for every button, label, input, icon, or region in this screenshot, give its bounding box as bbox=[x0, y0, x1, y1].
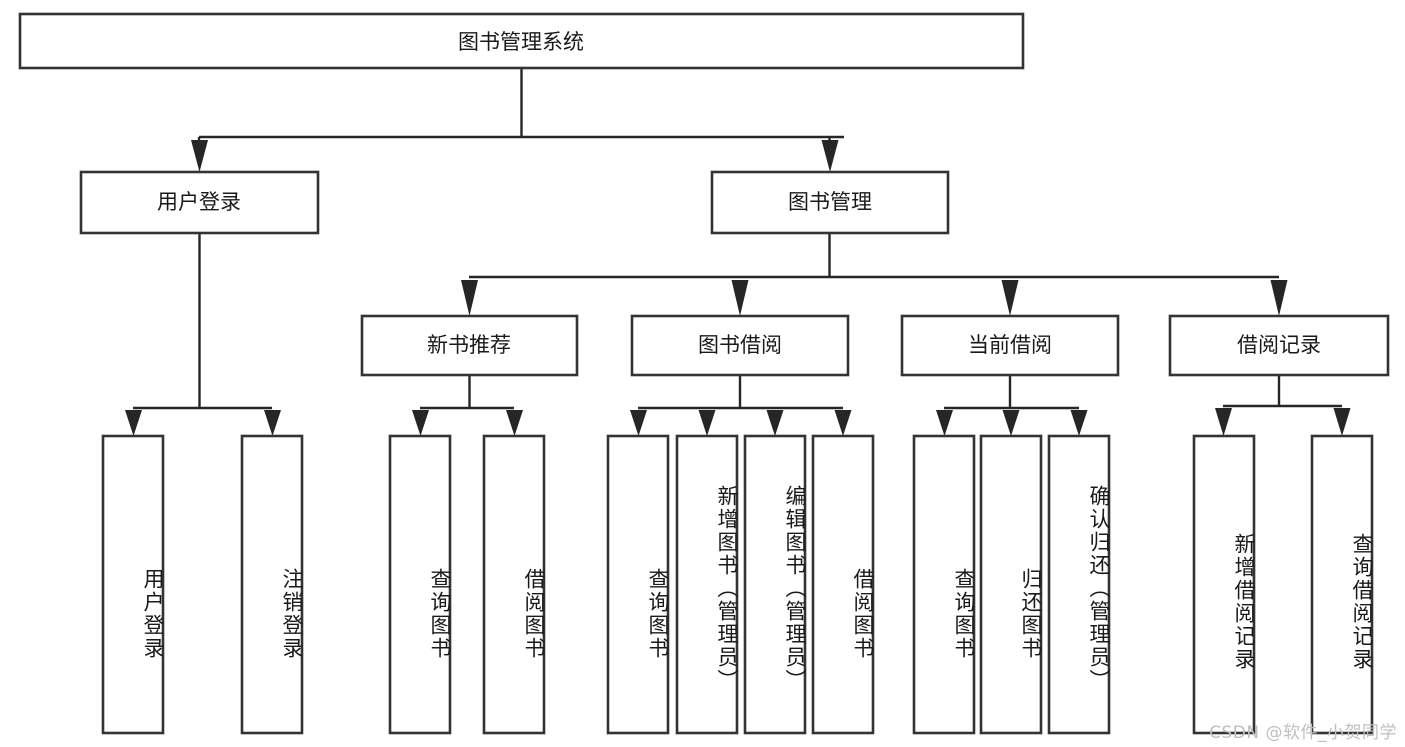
node-new-book-recommend[interactable]: 新书推荐 bbox=[360, 314, 579, 377]
node-new-book-recommend-label: 新书推荐 bbox=[427, 333, 511, 357]
leaf-query-book-2-box[interactable] bbox=[606, 434, 670, 735]
leaf-box-layer bbox=[101, 434, 1374, 735]
leaf-add-book-admin-box[interactable] bbox=[675, 434, 739, 735]
arrow-to-borrow-record bbox=[1270, 280, 1288, 316]
leaf-user-logout-box[interactable] bbox=[240, 434, 304, 735]
arrow-to-leaf-query-book-2 bbox=[630, 410, 647, 436]
node-book-borrow[interactable]: 图书借阅 bbox=[630, 314, 850, 377]
arrow-to-leaf-add-book-admin bbox=[698, 410, 716, 436]
arrow-to-new-book-recommend bbox=[461, 280, 478, 316]
node-borrow-record-box[interactable] bbox=[1168, 314, 1390, 377]
leaf-edit-book-admin-box[interactable] bbox=[743, 434, 807, 735]
arrow-to-book-management bbox=[821, 140, 839, 172]
leaf-user-login-box[interactable] bbox=[101, 434, 165, 735]
arrow-to-leaf-confirm-return-admin bbox=[1070, 410, 1088, 436]
leaf-query-book-3-box[interactable] bbox=[912, 434, 976, 735]
arrow-to-book-borrow bbox=[731, 280, 749, 316]
node-borrow-record[interactable]: 借阅记录 bbox=[1168, 314, 1390, 377]
node-user-login-box[interactable] bbox=[79, 170, 320, 235]
watermark-text: CSDN @软件_小贺同学 bbox=[1209, 723, 1397, 743]
arrow-to-leaf-query-book-1 bbox=[412, 410, 429, 436]
node-user-login[interactable]: 用户登录 bbox=[79, 170, 320, 235]
node-user-login-label: 用户登录 bbox=[157, 190, 241, 214]
leaf-confirm-return-admin-box[interactable] bbox=[1047, 434, 1111, 735]
leaf-query-borrow-record-box[interactable] bbox=[1310, 434, 1374, 735]
leaf-borrow-book-1-box[interactable] bbox=[482, 434, 546, 735]
node-root-label: 图书管理系统 bbox=[458, 30, 584, 54]
node-book-borrow-label: 图书借阅 bbox=[698, 333, 782, 357]
node-new-book-recommend-box[interactable] bbox=[360, 314, 579, 377]
node-root-box[interactable] bbox=[18, 12, 1025, 70]
arrow-to-leaf-user-login bbox=[125, 410, 142, 436]
node-current-borrow-label: 当前借阅 bbox=[968, 333, 1052, 357]
arrow-to-user-login bbox=[191, 140, 208, 172]
node-current-borrow[interactable]: 当前借阅 bbox=[900, 314, 1120, 377]
arrow-to-leaf-borrow-book-1 bbox=[506, 410, 523, 436]
node-book-management-box[interactable] bbox=[710, 170, 950, 235]
arrow-to-leaf-edit-book-admin bbox=[766, 410, 784, 436]
leaf-borrow-book-2-box[interactable] bbox=[811, 434, 875, 735]
arrow-to-leaf-query-borrow-record bbox=[1333, 408, 1351, 436]
leaf-return-book-box[interactable] bbox=[979, 434, 1043, 735]
node-book-borrow-box[interactable] bbox=[630, 314, 850, 377]
arrow-to-current-borrow bbox=[1001, 280, 1019, 316]
arrow-to-leaf-add-borrow-record bbox=[1215, 408, 1232, 436]
leaf-add-borrow-record-box[interactable] bbox=[1192, 434, 1256, 735]
arrow-to-leaf-borrow-book-2 bbox=[834, 410, 852, 436]
node-book-management-label: 图书管理 bbox=[788, 190, 872, 214]
node-current-borrow-box[interactable] bbox=[900, 314, 1120, 377]
node-borrow-record-label: 借阅记录 bbox=[1237, 333, 1321, 357]
connector-layer bbox=[125, 69, 1351, 436]
arrow-to-leaf-return-book bbox=[1002, 410, 1020, 436]
leaf-query-book-1-box[interactable] bbox=[388, 434, 452, 735]
arrow-to-leaf-user-logout bbox=[264, 410, 281, 436]
node-root[interactable]: 图书管理系统 bbox=[18, 12, 1025, 70]
node-book-management[interactable]: 图书管理 bbox=[710, 170, 950, 235]
arrow-to-leaf-query-book-3 bbox=[936, 410, 953, 436]
